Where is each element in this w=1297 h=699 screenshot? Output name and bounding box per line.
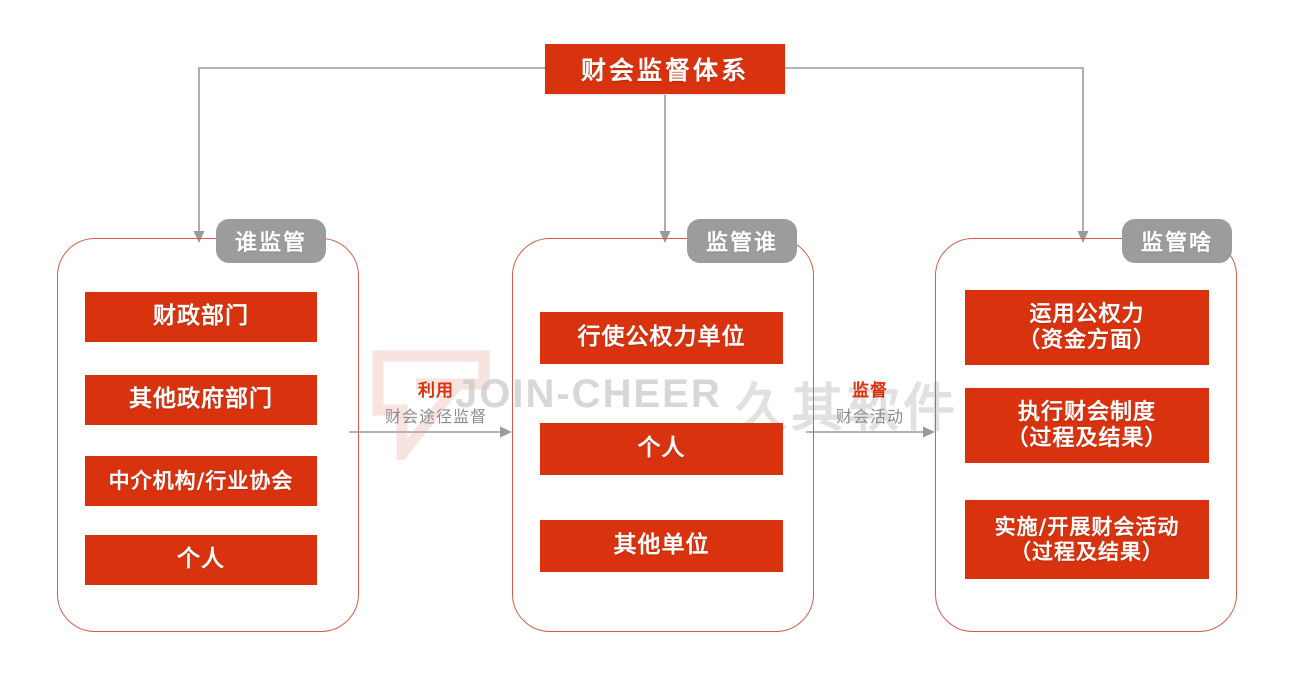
item-box[interactable]: 实施/开展财会活动 （过程及结果） bbox=[965, 500, 1209, 579]
item-box[interactable]: 其他单位 bbox=[540, 520, 783, 572]
item-label: 个人 bbox=[177, 546, 225, 573]
badge-supervises-whom[interactable]: 监管谁 bbox=[687, 219, 798, 263]
item-label: 其他单位 bbox=[613, 532, 710, 559]
item-label-line2: （资金方面） bbox=[1017, 327, 1156, 353]
item-label-line2: （过程及结果） bbox=[1010, 539, 1164, 564]
item-label-line1: 运用公权力 bbox=[1029, 301, 1145, 327]
item-box[interactable]: 行使公权力单位 bbox=[540, 312, 783, 364]
item-box[interactable]: 其他政府部门 bbox=[85, 375, 317, 425]
item-label: 行使公权力单位 bbox=[577, 324, 746, 351]
badge-label: 监管啥 bbox=[1141, 231, 1214, 256]
link-label-secondary: 财会活动 bbox=[835, 407, 904, 426]
card-who-supervises bbox=[57, 238, 359, 632]
item-label: 个人 bbox=[637, 435, 686, 462]
item-box[interactable]: 中介机构/行业协会 bbox=[85, 456, 317, 506]
item-label-line2: （过程及结果） bbox=[1006, 425, 1168, 451]
item-label-line1: 实施/开展财会活动 bbox=[994, 514, 1180, 539]
item-label: 其他政府部门 bbox=[129, 386, 273, 413]
badge-who-supervises[interactable]: 谁监管 bbox=[216, 219, 327, 263]
badge-supervises-what[interactable]: 监管啥 bbox=[1122, 219, 1233, 263]
item-label-line1: 执行财会制度 bbox=[1017, 399, 1156, 425]
link-label-col2-col3: 监督 财会活动 bbox=[805, 376, 935, 427]
card-supervises-what bbox=[935, 238, 1237, 632]
item-box[interactable]: 财政部门 bbox=[85, 292, 317, 342]
badge-label: 谁监管 bbox=[235, 231, 308, 256]
badge-label: 监管谁 bbox=[706, 231, 779, 256]
link-label-primary: 利用 bbox=[418, 381, 454, 401]
item-box[interactable]: 个人 bbox=[85, 535, 317, 585]
diagram-title: 财会监督体系 bbox=[545, 44, 785, 94]
diagram-title-text: 财会监督体系 bbox=[580, 56, 749, 85]
link-label-secondary: 财会途径监督 bbox=[384, 407, 487, 426]
link-label-primary: 监督 bbox=[852, 381, 888, 401]
item-label: 中介机构/行业协会 bbox=[108, 468, 294, 493]
card-supervises-whom bbox=[512, 238, 814, 632]
item-box[interactable]: 执行财会制度 （过程及结果） bbox=[965, 388, 1209, 463]
link-label-col1-col2: 利用 财会途径监督 bbox=[363, 376, 509, 427]
item-box[interactable]: 个人 bbox=[540, 423, 783, 475]
item-box[interactable]: 运用公权力 （资金方面） bbox=[965, 290, 1209, 365]
item-label: 财政部门 bbox=[153, 303, 249, 330]
